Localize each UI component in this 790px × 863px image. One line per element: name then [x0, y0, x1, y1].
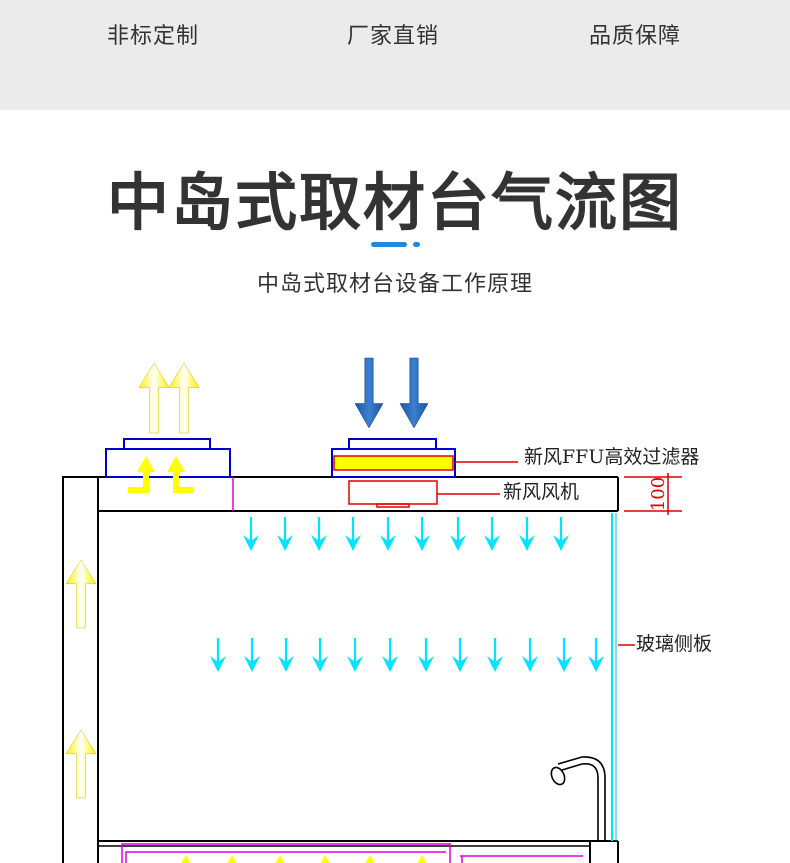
airflow-down-arrow-icon — [519, 517, 535, 551]
fresh-air-fan — [348, 480, 438, 508]
dimension-marker — [624, 473, 682, 515]
feature-bar: 非标定制 厂家直销 品质保障 — [0, 0, 790, 110]
exhaust-arrow-icon — [128, 456, 155, 493]
airflow-down-arrow-icon — [522, 638, 538, 672]
exhaust-arrow-icon — [138, 362, 170, 434]
page-subtitle: 中岛式取材台设备工作原理 — [256, 272, 533, 297]
airflow-down-arrow-icon — [382, 638, 398, 672]
exhaust-arrow-icon — [168, 362, 200, 434]
feature-custom: 非标定制 — [107, 24, 200, 49]
airflow-down-arrow-icon — [487, 638, 503, 672]
base-duct — [98, 843, 590, 863]
airflow-down-arrow-icon — [244, 638, 260, 672]
airflow-down-arrow-icon — [347, 638, 363, 672]
label-glass-side-panel: 玻璃侧板 — [636, 633, 712, 655]
airflow-down-arrow-icon — [227, 855, 237, 863]
exhaust-hood — [105, 438, 231, 478]
faucet-icon — [550, 756, 606, 841]
airflow-down-arrow-icon — [210, 638, 226, 672]
airflow-down-arrow-icon — [380, 517, 396, 551]
ffu-filter — [333, 455, 454, 471]
airflow-down-arrow-icon — [181, 855, 191, 863]
airflow-down-arrow-icon — [243, 517, 259, 551]
leader-lines — [437, 461, 635, 646]
airflow-down-arrow-icon — [588, 638, 604, 672]
ffu-unit — [331, 438, 456, 478]
label-fresh-air-fan: 新风风机 — [503, 481, 579, 503]
airflow-arrows — [181, 517, 604, 863]
airflow-down-arrow-icon — [553, 517, 569, 551]
airflow-down-arrow-icon — [278, 638, 294, 672]
airflow-down-arrow-icon — [417, 855, 427, 863]
airflow-down-arrow-icon — [311, 517, 327, 551]
airflow-down-arrow-icon — [418, 638, 434, 672]
intake-arrows — [354, 357, 429, 429]
airflow-down-arrow-icon — [556, 638, 572, 672]
title-underline-long — [371, 242, 407, 247]
airflow-down-arrow-icon — [320, 855, 330, 863]
feature-direct-sales: 厂家直销 — [347, 24, 440, 49]
page-title: 中岛式取材台气流图 — [106, 166, 683, 239]
cabinet-outline — [62, 476, 619, 863]
airflow-down-arrow-icon — [484, 517, 500, 551]
airflow-down-arrow-icon — [452, 638, 468, 672]
airflow-diagram: 新风FFU高效过滤器 新风风机 玻璃侧板 100 — [62, 357, 712, 863]
airflow-down-arrow-icon — [365, 855, 375, 863]
exhaust-arrow-icon — [167, 456, 194, 493]
intake-arrow-icon — [399, 357, 429, 429]
airflow-down-arrow-icon — [312, 638, 328, 672]
airflow-down-arrow-icon — [277, 517, 293, 551]
exhaust-arrow-icon — [65, 729, 97, 799]
intake-arrow-icon — [354, 357, 384, 429]
exhaust-arrows — [65, 362, 200, 799]
airflow-down-arrow-icon — [275, 855, 285, 863]
label-ffu-filter: 新风FFU高效过滤器 — [524, 446, 699, 468]
feature-quality: 品质保障 — [589, 24, 682, 49]
airflow-down-arrow-icon — [450, 517, 466, 551]
title-underline-dot — [413, 242, 420, 247]
exhaust-arrow-icon — [65, 559, 97, 629]
dimension-value: 100 — [648, 477, 669, 511]
glass-side-panel — [611, 513, 617, 841]
airflow-down-arrow-icon — [414, 517, 430, 551]
airflow-down-arrow-icon — [345, 517, 361, 551]
